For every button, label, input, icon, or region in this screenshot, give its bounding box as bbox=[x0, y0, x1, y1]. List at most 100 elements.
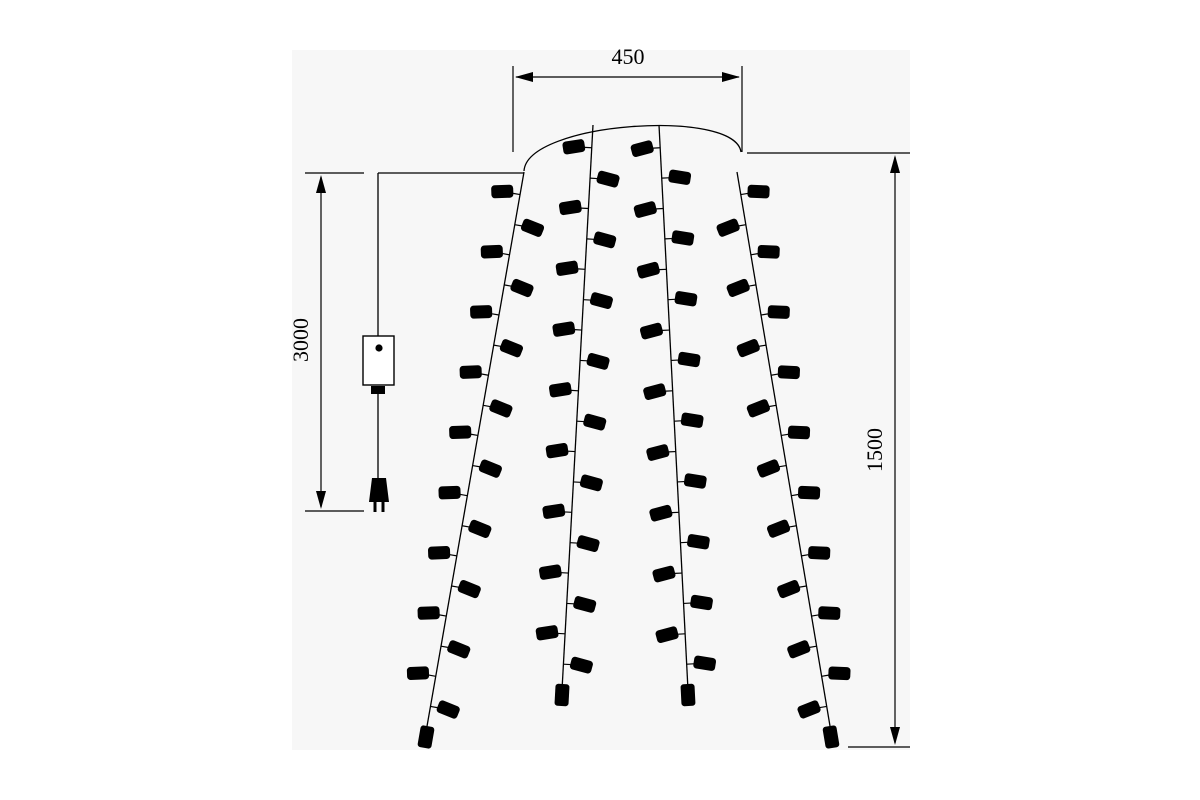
led-bulb-icon bbox=[480, 244, 503, 259]
bulb-lead bbox=[819, 705, 827, 709]
led-bulb-icon bbox=[757, 244, 780, 259]
led-bulb-icon bbox=[499, 339, 524, 358]
strand-end-bulb-icon bbox=[554, 683, 570, 707]
bulb-lead bbox=[740, 192, 748, 196]
strand-wire bbox=[736, 171, 832, 733]
led-bulb-icon bbox=[586, 353, 610, 370]
led-bulb-icon bbox=[593, 231, 617, 249]
led-bulb-icon bbox=[589, 292, 613, 309]
led-bulb-icon bbox=[683, 473, 707, 489]
bulb-lead bbox=[461, 525, 470, 528]
led-bulb-icon bbox=[693, 655, 717, 671]
led-bulb-icon bbox=[630, 140, 654, 158]
bulb-lead bbox=[791, 493, 799, 497]
bulb-lead bbox=[821, 674, 829, 677]
bulb-lead bbox=[748, 284, 757, 287]
bulb-lead bbox=[430, 705, 438, 709]
led-bulb-icon bbox=[674, 291, 698, 307]
led-bulb-icon bbox=[687, 534, 710, 550]
led-bulb-icon bbox=[636, 261, 660, 279]
bulb-lead bbox=[771, 373, 779, 376]
led-bulb-icon bbox=[787, 640, 811, 659]
bulb-lead bbox=[491, 313, 500, 316]
led-bulb-icon bbox=[777, 365, 800, 380]
strand-end-bulb-icon bbox=[822, 725, 840, 749]
cable-length-label: 3000 bbox=[288, 318, 313, 362]
led-bulb-icon bbox=[797, 700, 821, 719]
bulb-lead bbox=[801, 554, 809, 557]
feed-cable bbox=[377, 172, 524, 478]
led-bulb-icon bbox=[767, 305, 790, 319]
led-bulb-icon bbox=[489, 399, 513, 418]
led-bulb-icon bbox=[818, 606, 841, 620]
bulb-lead bbox=[514, 224, 522, 227]
led-bulb-icon bbox=[459, 365, 482, 379]
led-bulb-icon bbox=[671, 230, 695, 246]
led-bulb-icon bbox=[447, 640, 471, 659]
width-dimension-label: 450 bbox=[612, 44, 645, 69]
led-bulb-icon bbox=[538, 564, 562, 580]
led-bulb-icon bbox=[746, 399, 770, 418]
led-bulb-icon bbox=[716, 218, 740, 237]
height-dimension-label: 1500 bbox=[862, 428, 887, 472]
bulb-lead bbox=[428, 674, 436, 677]
bulb-lead bbox=[470, 433, 479, 437]
bulb-lead bbox=[483, 404, 491, 408]
bulb-lead bbox=[460, 493, 468, 497]
led-bulb-icon bbox=[655, 626, 679, 644]
led-bulb-icon bbox=[726, 278, 750, 297]
led-bulb-icon bbox=[652, 565, 676, 583]
strand-wire bbox=[425, 171, 525, 733]
bulb-lead bbox=[799, 585, 807, 588]
led-bulb-icon bbox=[797, 485, 821, 500]
bulb-lead bbox=[472, 464, 480, 468]
led-bulb-icon bbox=[633, 201, 657, 218]
led-bulb-icon bbox=[555, 260, 579, 276]
strand-wire bbox=[561, 124, 594, 691]
led-bulb-icon bbox=[569, 656, 593, 674]
width-dimension: 450 bbox=[512, 44, 743, 152]
bulb-lead bbox=[513, 192, 521, 196]
bulb-lead bbox=[502, 252, 510, 256]
led-bulb-icon bbox=[576, 535, 600, 553]
led-bulb-icon bbox=[579, 474, 603, 492]
led-bulb-icon bbox=[596, 170, 620, 188]
led-bulb-icon bbox=[520, 218, 545, 237]
led-bulb-icon bbox=[777, 580, 801, 599]
led-bulb-icon bbox=[470, 305, 493, 319]
cable-length-dimension: 3000 bbox=[288, 172, 364, 512]
led-bulb-icon bbox=[787, 425, 811, 440]
led-bulb-icon bbox=[545, 443, 569, 459]
led-bulb-icon bbox=[438, 485, 461, 500]
led-bulb-icon bbox=[677, 351, 701, 368]
led-bulb-icon bbox=[747, 184, 770, 199]
led-bulb-icon bbox=[428, 546, 451, 560]
led-bulb-icon bbox=[535, 625, 559, 641]
strand-wire bbox=[658, 124, 689, 691]
power-plug-icon bbox=[369, 478, 389, 512]
led-bulb-icon bbox=[646, 444, 670, 461]
strand-end-bulb-icon bbox=[680, 683, 696, 707]
bulb-lead bbox=[781, 433, 789, 437]
led-bulb-icon bbox=[417, 606, 440, 620]
bulb-lead bbox=[759, 344, 767, 347]
led-bulb-icon bbox=[436, 700, 460, 719]
bulb-lead bbox=[789, 525, 797, 528]
bulb-lead bbox=[809, 645, 817, 648]
bulb-lead bbox=[760, 313, 769, 316]
led-bulb-icon bbox=[756, 459, 781, 478]
bulb-lead bbox=[451, 585, 459, 588]
led-bulb-icon bbox=[468, 519, 492, 538]
led-bulb-icon bbox=[808, 546, 831, 560]
bulb-lead bbox=[439, 614, 447, 617]
height-dimension: 1500 bbox=[747, 152, 910, 748]
led-bulb-icon bbox=[562, 139, 586, 155]
light-strands bbox=[406, 124, 851, 749]
led-bulb-icon bbox=[449, 425, 472, 440]
bulb-lead bbox=[481, 373, 489, 376]
diagram-panel bbox=[292, 50, 910, 750]
strand-end-bulb-icon bbox=[417, 725, 435, 749]
led-bulb-icon bbox=[406, 666, 430, 680]
bulb-lead bbox=[504, 284, 512, 287]
